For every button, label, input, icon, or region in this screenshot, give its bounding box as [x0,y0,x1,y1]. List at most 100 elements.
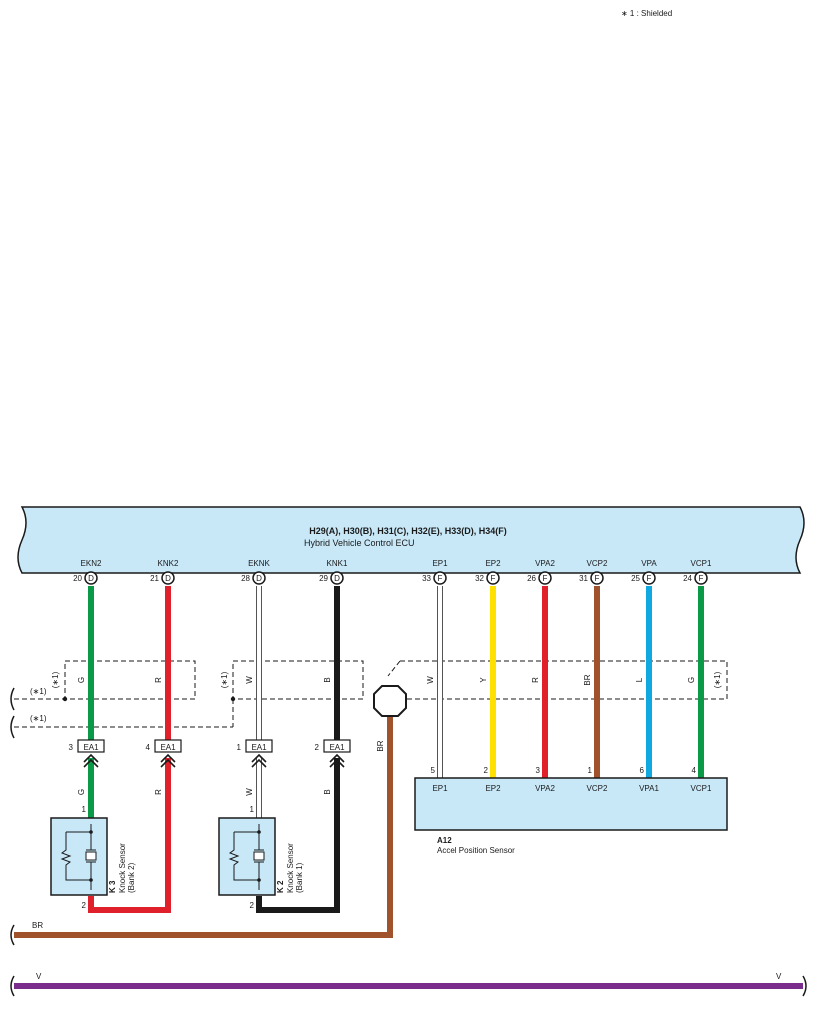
accel-pin-num-ep2: 2 [484,766,489,775]
pin-connector: F [491,574,496,583]
junction-name: EA1 [251,743,267,752]
accel-position-sensor-box [414,777,728,831]
pin-label: VPA2 [535,559,555,568]
accel-pin-label-vpa1: VPA1 [639,784,659,793]
wire-color-knk1: B [323,677,332,682]
wire-color-lower-g: G [77,789,86,795]
pin-connector: D [88,574,94,583]
shield-label-accel: (∗1) [713,671,722,688]
pin-number: 21 [150,574,159,583]
ecu-box [17,506,805,574]
knock-sensor-k2: 1 2 K 2 Knock Sensor (Bank 1) [218,805,304,910]
pin-number: 26 [527,574,536,583]
sensor-bank: (Bank 1) [295,862,304,893]
shield-ground-icon [373,685,407,717]
ecu-pin-vpa: VPA 25 F [631,559,657,585]
pin-label: VCP1 [691,559,712,568]
wire-color-lower-b: B [323,789,332,794]
ecu-pin-knk1: KNK1 29 D [319,559,348,585]
shield-box-bank2 [64,660,196,700]
sensor-pin-top: 1 [250,805,255,814]
ecu-pin-ekn2: EKN2 20 D [73,559,102,585]
sensor-name: Knock Sensor [286,843,295,893]
pin-connector: F [699,574,704,583]
sensor-bank: (Bank 2) [127,862,136,893]
accel-pin-num-vcp1: 4 [692,766,697,775]
pin-label: EKN2 [81,559,102,568]
knock-sensor-k3: 1 2 K 3 Knock Sensor (Bank 2) [50,805,136,910]
pin-number: 32 [475,574,484,583]
shield-box-bank1 [232,660,364,700]
shield-label-4: (∗1) [220,671,229,688]
pin-number: 24 [683,574,692,583]
junction-name: EA1 [329,743,345,752]
ecu-connectors-label: H29(A), H30(B), H31(C), H32(E), H33(D), … [309,526,507,536]
break-mark-v-left [10,975,15,997]
junction-ea1-2: 2 EA1 [315,739,351,753]
piezo-element-icon [228,824,265,890]
ecu-name-label: Hybrid Vehicle Control ECU [304,538,415,548]
pin-label: VCP2 [587,559,608,568]
wire-br-ground [14,712,393,938]
wire-color-lower-w: W [245,788,254,796]
pin-number: 31 [579,574,588,583]
accel-pin-label-ep1: EP1 [432,784,448,793]
ecu-pin-vcp2: VCP2 31 F [579,559,608,585]
accel-pin-num-vpa1: 6 [640,766,645,775]
accel-sensor-name: Accel Position Sensor [437,846,515,855]
ecu-pin-ep2: EP2 32 F [475,559,501,585]
sensor-name: Knock Sensor [118,843,127,893]
junction-ea1-3: 3 EA1 [69,739,105,753]
pin-connector: D [256,574,262,583]
pin-number: 25 [631,574,640,583]
pin-label: KNK1 [327,559,348,568]
shield-box-accel [387,660,728,700]
wire-knk2-lower [88,758,171,913]
wire-color-v-right: V [776,972,782,981]
break-mark-br [10,924,15,946]
pin-number: 20 [73,574,82,583]
break-mark-left [10,687,15,739]
junction-ea1-1: 1 EA1 [237,739,273,753]
sensor-pin-bottom: 2 [82,901,87,910]
accel-pin-label-vcp1: VCP1 [691,784,712,793]
sensor-pin-top: 1 [82,805,87,814]
wire-color-eknk: W [245,676,254,684]
wire-color-lower-r: R [154,789,163,795]
ecu-pin-vcp1: VCP1 24 F [683,559,712,585]
junction-name: EA1 [83,743,99,752]
junction-pin-number: 1 [237,743,242,752]
pin-connector: D [334,574,340,583]
pin-connector: F [647,574,652,583]
break-mark-v-right [802,975,807,997]
accel-sensor-id: A12 [437,836,452,845]
wire-color-br-horizontal: BR [32,921,43,930]
pin-label: EP1 [432,559,448,568]
shield-label-2: (∗1) [30,714,47,723]
junction-pin-number: 3 [69,743,74,752]
accel-pin-num-vcp2: 1 [588,766,593,775]
wire-color-br-vertical: BR [376,740,385,751]
wire-color-knk2: R [154,677,163,683]
wire-color-ekn2: G [77,677,86,683]
ecu-pin-ep1: EP1 33 F [422,559,448,585]
pin-number: 28 [241,574,250,583]
pin-label: EKNK [248,559,270,568]
wire-knk1-lower [256,758,340,913]
wire-color-vcp2: BR [583,674,592,685]
accel-pins: 5 EP1 2 EP2 3 VPA2 1 VCP2 6 VPA1 4 VCP1 [431,766,712,793]
wire-color-vcp1: G [687,677,696,683]
shield-label-3: (∗1) [51,671,60,688]
junction-pin-number: 2 [315,743,320,752]
pin-number: 33 [422,574,431,583]
accel-pin-label-ep2: EP2 [485,784,501,793]
wire-color-ep2: Y [479,677,488,683]
shield-note: ∗ 1 : Shielded [621,9,672,18]
accel-pin-label-vpa2: VPA2 [535,784,555,793]
pin-label: VPA [641,559,657,568]
junction-ea1-4: 4 EA1 [146,739,182,753]
junction-name: EA1 [160,743,176,752]
ecu-pin-knk2: KNK2 21 D [150,559,179,585]
